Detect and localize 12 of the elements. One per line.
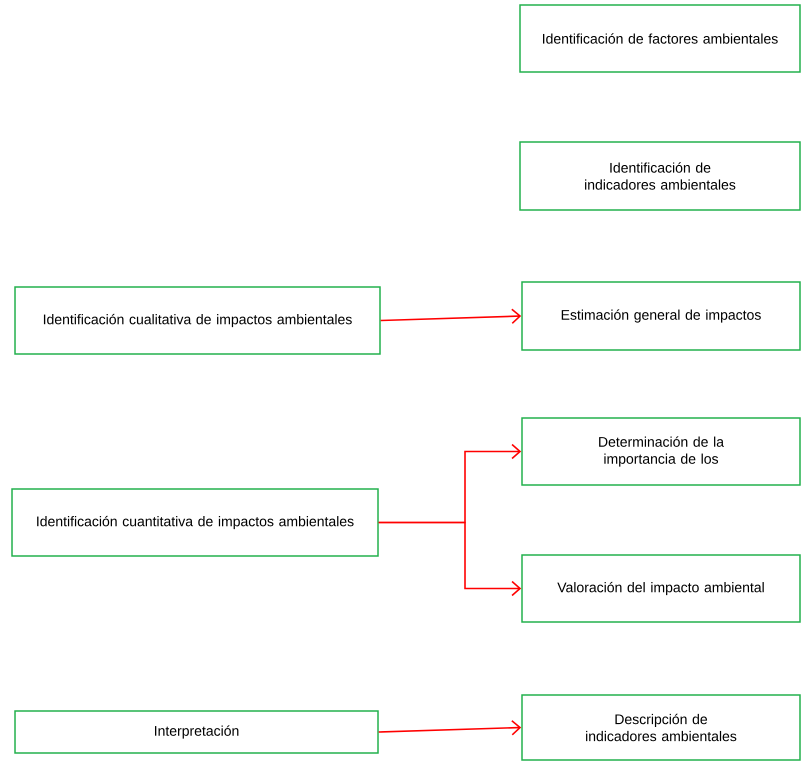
process-box: Identificación cuantitativa de impactos ambientales [11, 488, 379, 557]
process-box: Estimación general de impactos [521, 281, 801, 351]
process-box: Identificación cualitativa de impactos ambientales [14, 286, 381, 355]
process-box: Valoración del impacto ambiental [521, 554, 801, 623]
arrow [378, 522, 522, 596]
process-box: Descripción de indicadores ambientales [521, 694, 801, 761]
process-box: Identificación de indicadores ambientales [519, 141, 801, 211]
arrow [380, 308, 522, 324]
process-box: Determinación de la importancia de los [521, 417, 801, 486]
process-box: Interpretación [14, 710, 379, 754]
arrow [378, 720, 522, 736]
process-box: Identificación de factores ambientales [519, 4, 801, 73]
